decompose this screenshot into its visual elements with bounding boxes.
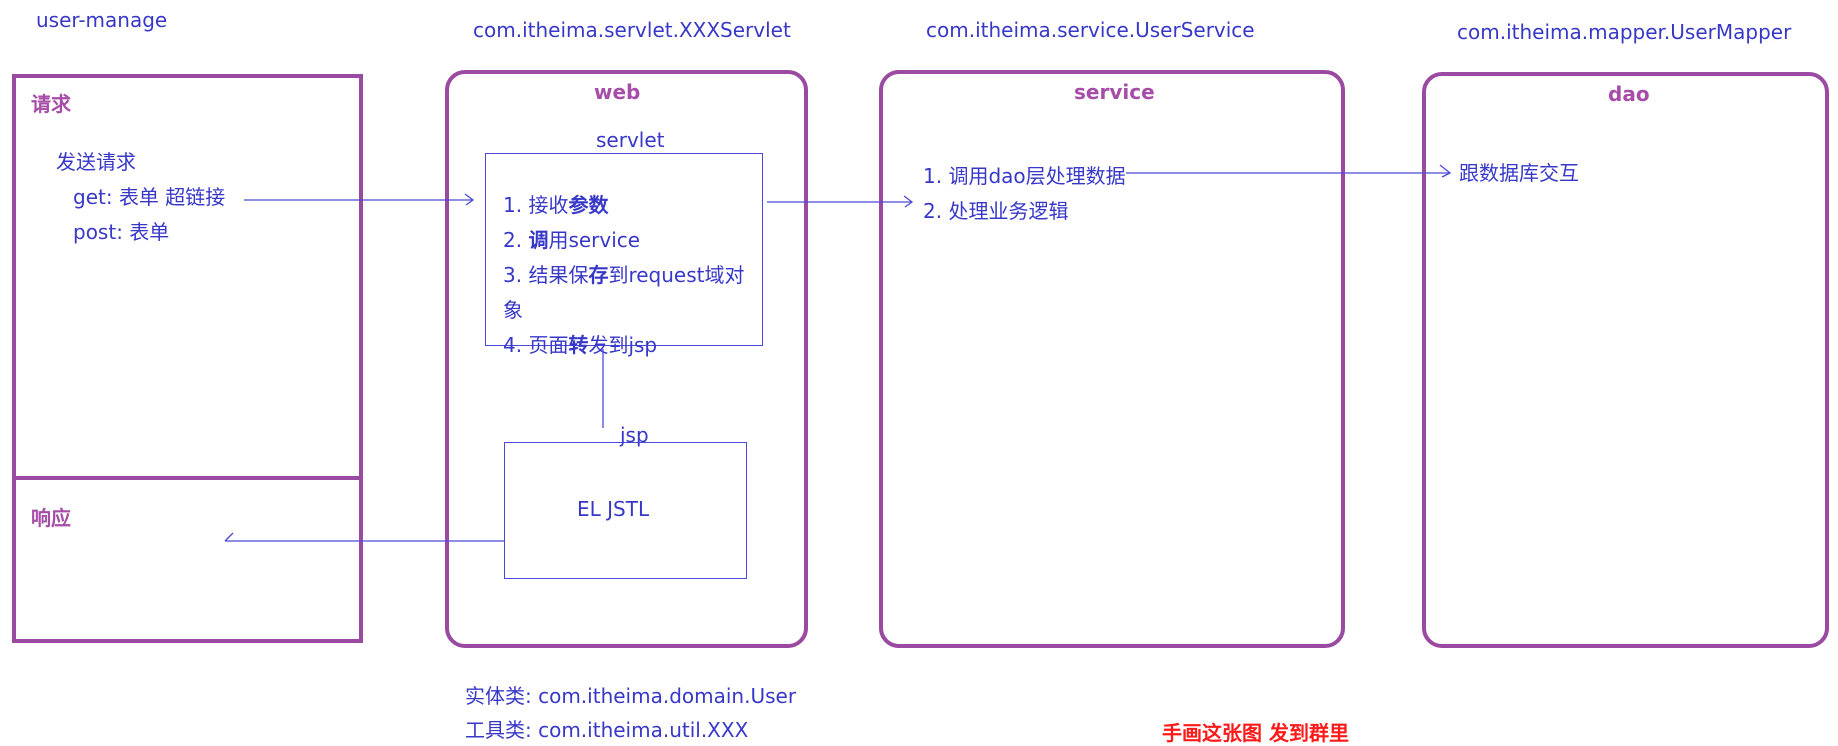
servlet-step-3: 3. 结果保存到request域对象 (503, 263, 745, 322)
dao-layer-panel (1422, 72, 1829, 648)
servlet-box: 1. 接收参数 2. 调用service 3. 结果保存到request域对象 … (485, 153, 763, 357)
servlet-step-1: 1. 接收参数 (503, 193, 609, 217)
dao-note: 跟数据库交互 (1459, 161, 1579, 185)
send-request-label: 发送请求 (56, 150, 136, 174)
response-panel (12, 476, 363, 643)
get-method-label: get: 表单 超链接 (73, 185, 226, 209)
mapper-package-label: com.itheima.mapper.UserMapper (1457, 20, 1792, 44)
servlet-label: servlet (596, 128, 665, 152)
jsp-label: jsp (620, 423, 649, 447)
service-package-label: com.itheima.service.UserService (926, 18, 1255, 42)
service-step-1: 1. 调用dao层处理数据 (923, 164, 1126, 188)
servlet-package-label: com.itheima.servlet.XXXServlet (473, 18, 791, 42)
entity-class-label: 实体类: com.itheima.domain.User (465, 684, 797, 708)
web-layer-panel (445, 70, 808, 648)
jsp-content: EL JSTL (577, 497, 650, 521)
service-step-2: 2. 处理业务逻辑 (923, 199, 1069, 223)
servlet-step-2: 2. 调用service (503, 228, 641, 252)
web-title: web (594, 80, 641, 104)
post-method-label: post: 表单 (73, 220, 170, 244)
request-panel (12, 74, 363, 480)
response-title: 响应 (31, 506, 71, 530)
util-class-label: 工具类: com.itheima.util.XXX (465, 718, 749, 742)
request-title: 请求 (31, 92, 71, 116)
servlet-steps: 1. 接收参数 2. 调用service 3. 结果保存到request域对象 … (503, 188, 762, 363)
service-layer-panel (879, 70, 1345, 648)
service-title: service (1074, 80, 1155, 104)
handdraw-note: 手画这张图 发到群里 (1162, 721, 1349, 745)
servlet-step-4: 4. 页面转发到jsp (503, 333, 658, 357)
jsp-box: EL JSTL (504, 442, 747, 579)
project-name: user-manage (36, 8, 168, 32)
dao-title: dao (1608, 82, 1650, 106)
